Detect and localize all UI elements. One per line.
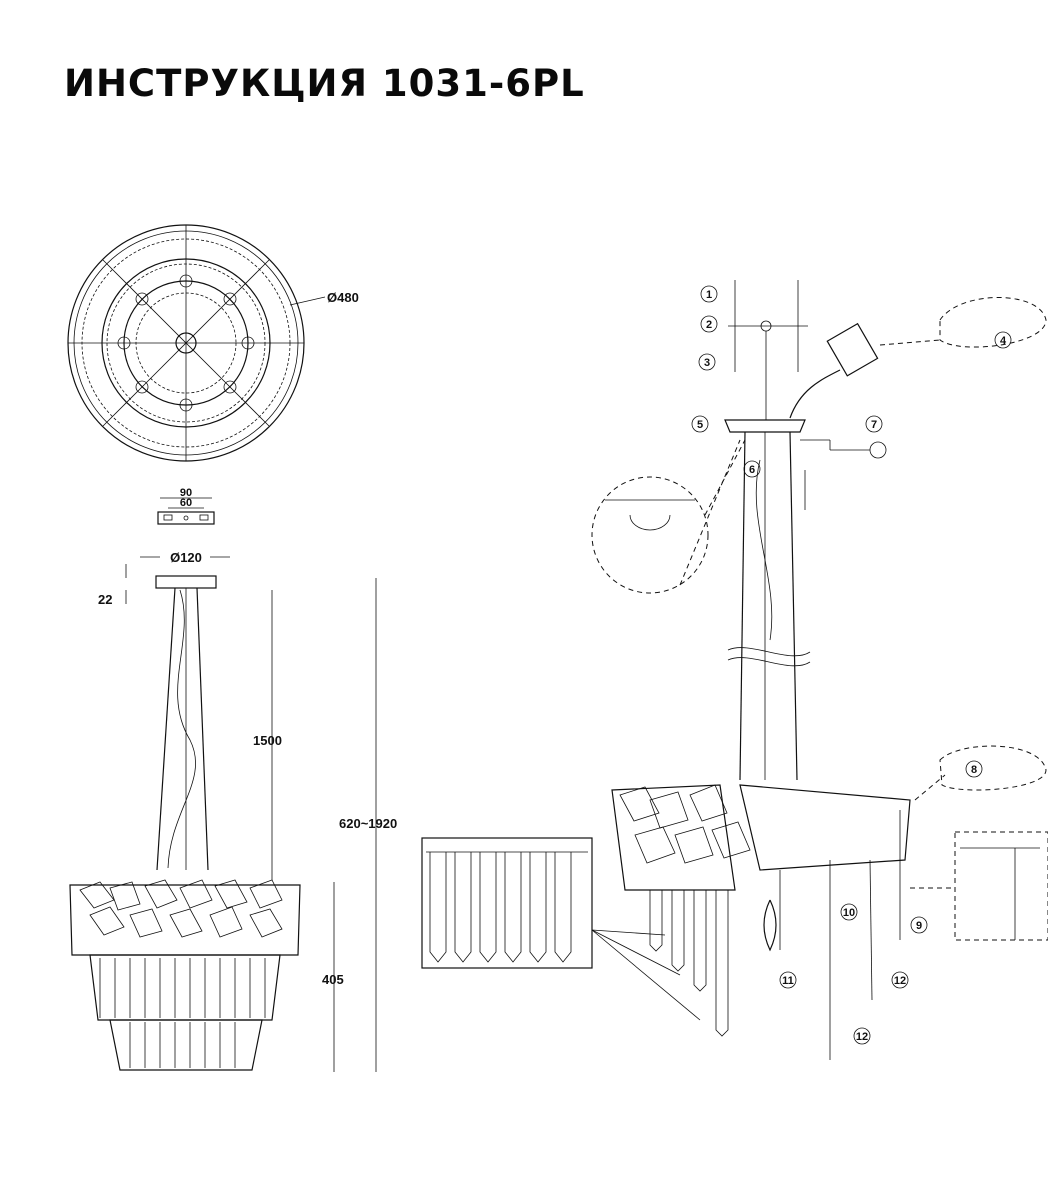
- canopy-diameter-label: Ø120: [170, 550, 202, 565]
- canopy-height-label: 22: [98, 592, 112, 607]
- step-2: 2: [706, 319, 712, 331]
- step-4: 4: [1000, 335, 1007, 347]
- bracket-inner-label: 60: [180, 497, 192, 509]
- front-view: Ø120 22 1500 620~1920 405: [69, 550, 397, 1072]
- body-height-label: 405: [322, 972, 344, 987]
- step-9: 9: [916, 920, 922, 932]
- crystal-detail: [421, 837, 701, 1021]
- step-3: 3: [704, 357, 710, 369]
- step-12a: 12: [894, 975, 906, 987]
- installation-view: 1 2 3 4 5 6 7: [591, 280, 1048, 1060]
- suspension-length-label: 1500: [253, 733, 282, 748]
- step-6: 6: [749, 464, 755, 476]
- mounting-bracket: 90 60: [157, 487, 215, 525]
- top-view: Ø480: [67, 224, 359, 462]
- bracket-outer-label: 90: [180, 487, 192, 499]
- step-11: 11: [782, 975, 794, 987]
- step-10: 10: [843, 907, 855, 919]
- step-1: 1: [706, 289, 712, 301]
- page-title: ИНСТРУКЦИЯ 1031-6PL: [64, 62, 585, 105]
- step-8: 8: [971, 764, 977, 776]
- step-5: 5: [697, 419, 703, 431]
- step-12b: 12: [856, 1031, 868, 1043]
- step-7: 7: [871, 419, 877, 431]
- canopy: [155, 575, 217, 589]
- diameter-top-label: Ø480: [327, 290, 359, 305]
- total-height-label: 620~1920: [339, 816, 397, 831]
